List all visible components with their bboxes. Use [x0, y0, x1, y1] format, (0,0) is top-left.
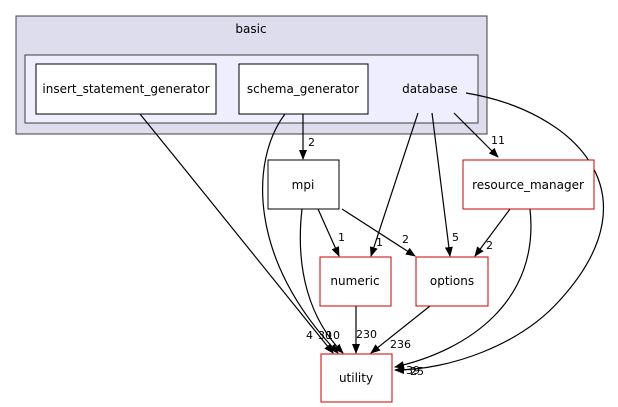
edge-db-options	[431, 112, 453, 257]
edge-label-mpi-utility: 10	[326, 329, 340, 342]
edge-options-utility	[370, 305, 431, 354]
database-label: database	[402, 82, 458, 96]
edge-resource-options	[474, 208, 511, 257]
node-options[interactable]: options	[415, 256, 489, 307]
edge-label-schema-mpi: 2	[308, 136, 315, 149]
edge-mpi-numeric	[317, 208, 340, 257]
edge-label-options-utility: 236	[390, 338, 411, 351]
edge-label-resource-options: 2	[486, 239, 493, 252]
edge-mpi-options	[341, 208, 416, 257]
edge-resource-utility	[394, 208, 532, 369]
cluster-basic-label: basic	[235, 22, 266, 36]
edge-label-db-numeric: 1	[376, 236, 383, 249]
node-label: numeric	[330, 274, 379, 288]
edges: 2 11 1 1 2 5 2 4 30 10 230 236	[139, 92, 605, 378]
edge-label-db-options: 5	[452, 231, 459, 244]
edge-label-mpi-options: 2	[402, 233, 409, 246]
edge-label-mpi-numeric: 1	[338, 231, 345, 244]
node-mpi[interactable]: mpi	[267, 159, 340, 210]
edge-schema-utility	[262, 113, 339, 354]
edge-label-schema-utility: 30	[318, 329, 332, 342]
node-label: utility	[339, 371, 373, 385]
edge-insert-utility	[139, 113, 334, 354]
node-resource-manager[interactable]: resource_manager	[462, 159, 595, 210]
edge-label-db-resource: 11	[491, 134, 505, 147]
edge-label-insert-utility: 4	[306, 329, 313, 342]
node-label: resource_manager	[472, 178, 584, 192]
node-schema-generator[interactable]: schema_generator	[238, 63, 369, 115]
edge-db-utility	[394, 92, 605, 374]
node-utility[interactable]: utility	[320, 353, 393, 403]
node-insert-statement-generator[interactable]: insert_statement_generator	[35, 63, 217, 115]
node-label: options	[430, 274, 474, 288]
edge-label-db-utility: 25	[410, 365, 424, 378]
edge-label-resource-utility: 39	[406, 364, 420, 377]
node-label: mpi	[292, 178, 315, 192]
edge-db-resource	[453, 112, 499, 158]
node-label: schema_generator	[247, 82, 359, 96]
node-label: insert_statement_generator	[42, 82, 209, 96]
edge-mpi-utility	[299, 208, 344, 354]
edge-label-numeric-utility: 230	[356, 328, 377, 341]
node-numeric[interactable]: numeric	[319, 256, 392, 307]
